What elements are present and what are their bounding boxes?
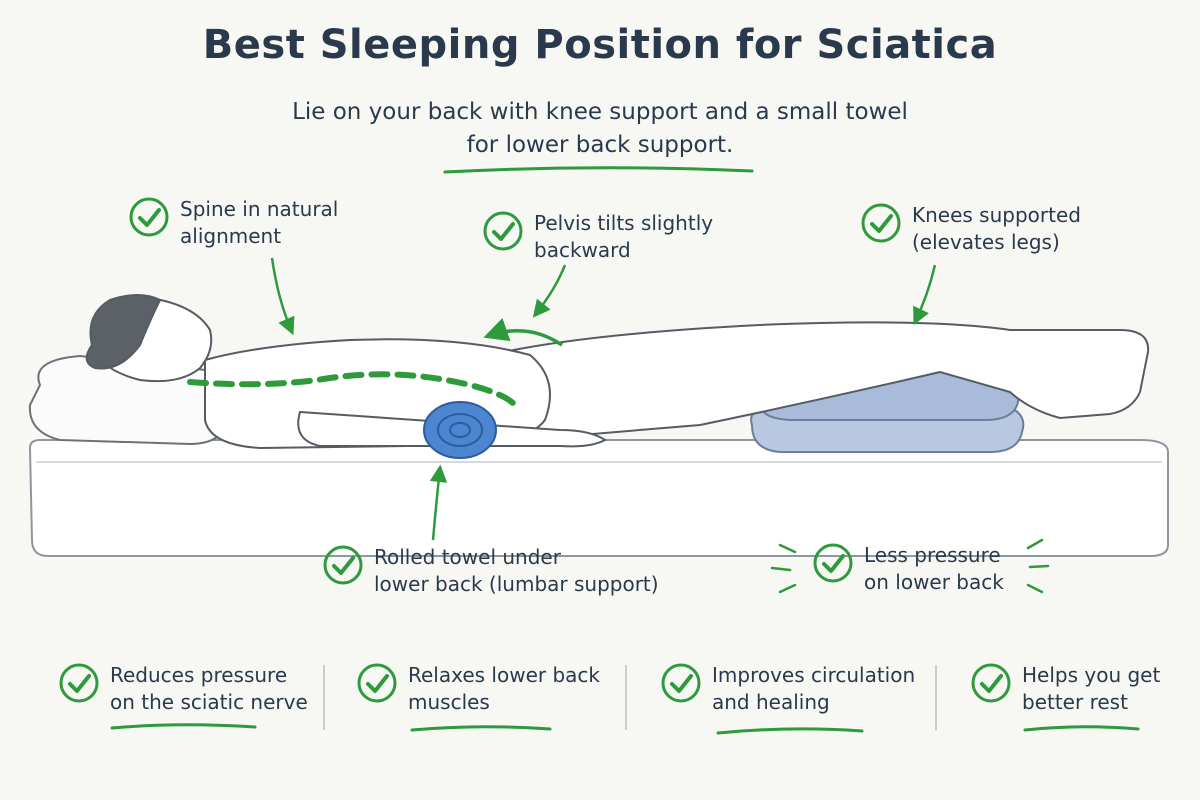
callout-pressure-text: Less pressure on lower back: [864, 543, 1004, 594]
check-circle-icon: [483, 211, 523, 251]
benefit-underline-2: [410, 725, 552, 732]
callout-pelvis-text: Pelvis tilts slightly backward: [534, 211, 714, 262]
benefit-text-1: Reduces pressure on the sciatic nerve: [110, 663, 308, 714]
benefit-divider: [323, 665, 325, 730]
check-circle-icon: [861, 203, 901, 243]
benefit-divider: [625, 665, 627, 730]
check-circle-icon: [971, 663, 1011, 703]
mattress: [28, 439, 1169, 557]
callout-knees: Knees supported (elevates legs): [860, 202, 1081, 256]
towel-arrow: [429, 464, 448, 541]
benefit-divider: [935, 665, 937, 730]
spine-line: [187, 371, 518, 408]
callout-pelvis: Pelvis tilts slightly backward: [482, 210, 713, 264]
callout-towel: Rolled towel under lower back (lumbar su…: [322, 544, 659, 598]
check-circle-icon: [813, 543, 853, 583]
callout-spine-text: Spine in natural alignment: [180, 197, 339, 248]
spine-arrow: [270, 257, 295, 336]
benefit-item-3: Improves circulation and healing: [660, 662, 915, 716]
page-subtitle: Lie on your back with knee support and a…: [292, 99, 908, 158]
check-circle-icon: [129, 197, 169, 237]
benefit-item-4: Helps you get better rest: [970, 662, 1160, 716]
callout-pressure: Less pressure on lower back: [812, 542, 1004, 596]
callout-towel-text: Rolled towel under lower back (lumbar su…: [374, 545, 659, 596]
page-title: Best Sleeping Position for Sciatica: [202, 22, 998, 68]
subtitle-underline: [443, 166, 754, 174]
rolled-towel: [423, 401, 497, 459]
check-circle-icon: [661, 663, 701, 703]
check-circle-icon: [357, 663, 397, 703]
pelvis-arrow: [532, 264, 567, 318]
check-circle-icon: [59, 663, 99, 703]
benefit-underline-1: [110, 723, 257, 730]
benefit-text-4: Helps you get better rest: [1022, 663, 1161, 714]
emphasis-ticks: [770, 538, 1050, 594]
benefit-item-2: Relaxes lower back muscles: [356, 662, 600, 716]
benefit-item-1: Reduces pressure on the sciatic nerve: [58, 662, 308, 716]
check-circle-icon: [323, 545, 363, 585]
benefit-underline-3: [716, 727, 864, 735]
benefit-underline-4: [1023, 725, 1140, 732]
callout-knees-text: Knees supported (elevates legs): [912, 203, 1081, 254]
callout-spine: Spine in natural alignment: [128, 196, 338, 250]
benefit-text-2: Relaxes lower back muscles: [408, 663, 600, 714]
pelvis-tilt-arrow: [483, 317, 563, 347]
knees-arrow: [913, 264, 937, 326]
benefit-text-3: Improves circulation and healing: [712, 663, 916, 714]
